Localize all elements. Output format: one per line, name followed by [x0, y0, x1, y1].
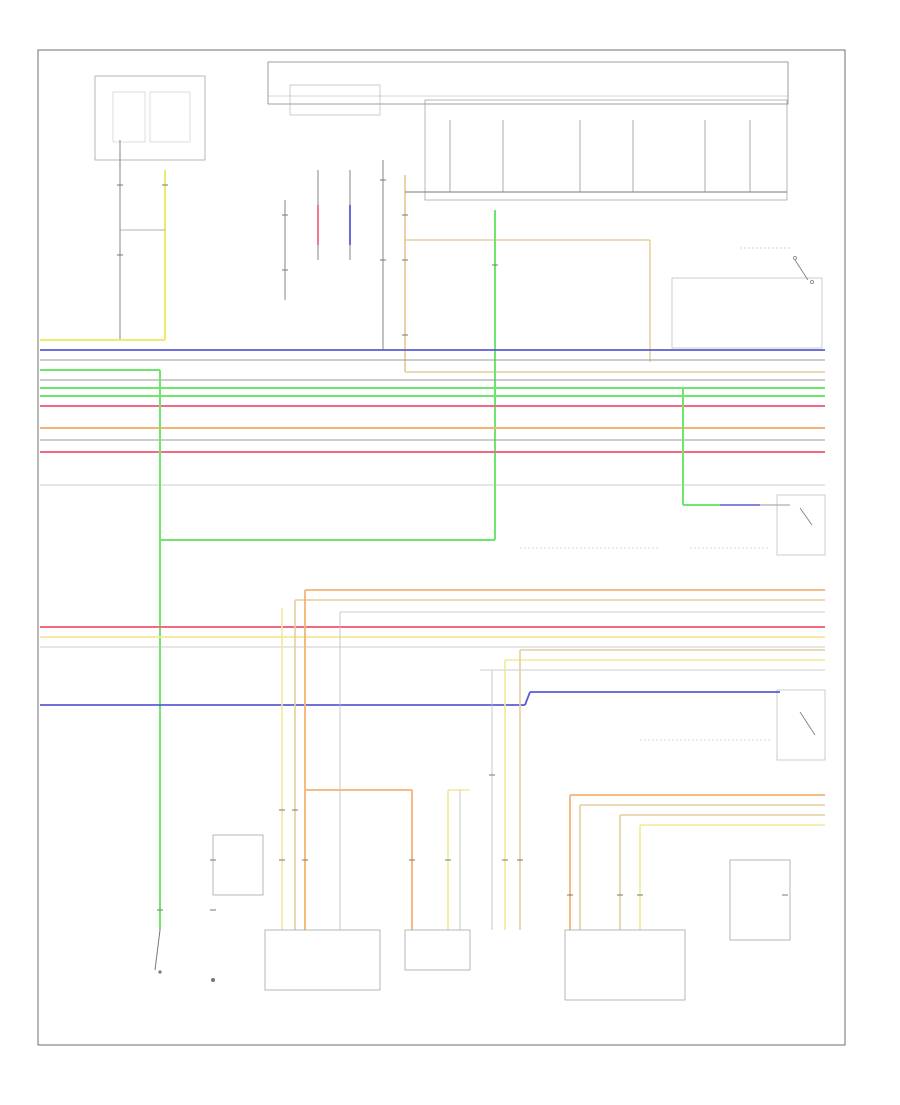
component-right-box	[564, 929, 686, 1001]
module-pin-lines	[449, 120, 751, 192]
relay-inner-2	[149, 91, 191, 143]
component-ground-box	[212, 834, 264, 896]
connector-marks	[117, 179, 788, 911]
diagram-border	[37, 49, 846, 1046]
ground-point	[211, 978, 215, 982]
relay-box	[94, 75, 206, 161]
component-left-box	[264, 929, 381, 991]
component-sensor-box	[729, 859, 791, 941]
control-module-box	[424, 99, 788, 201]
right-switch-symbols	[793, 256, 816, 736]
switch-box-low-right	[776, 689, 826, 761]
switch-left-contact	[158, 970, 162, 974]
leader-lines	[520, 247, 790, 741]
component-center-box	[404, 929, 471, 971]
control-unit-box	[267, 61, 789, 105]
wire-blue-mid-2	[524, 691, 531, 706]
switch-box-top-right	[671, 277, 823, 349]
switch-box-mid-right	[776, 494, 826, 556]
switch-left-lower	[154, 929, 161, 971]
relay-inner	[112, 91, 146, 143]
switch-box	[289, 84, 381, 116]
